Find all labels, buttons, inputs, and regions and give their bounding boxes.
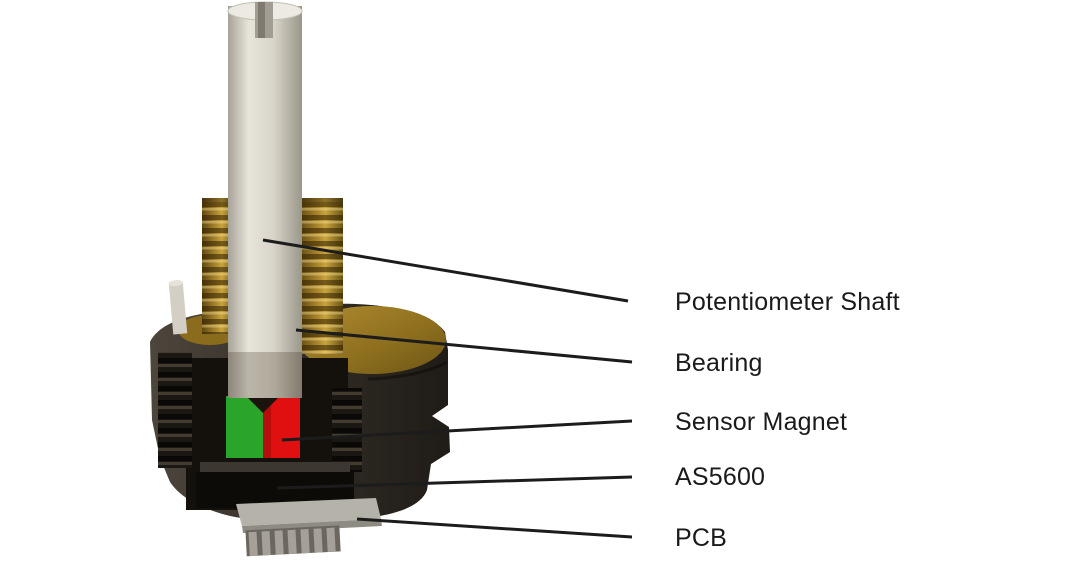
bearing-thread-right — [299, 198, 343, 354]
inner-thread-wall-left — [158, 352, 192, 468]
locating-pin-graphic — [168, 280, 188, 335]
shaft-graphic — [227, 1, 303, 398]
leader-line-potentiometer-shaft — [262, 238, 629, 303]
label-sensor-magnet: Sensor Magnet — [675, 408, 848, 436]
label-potentiometer-shaft: Potentiometer Shaft — [675, 288, 900, 316]
leader-line-sensor-magnet — [281, 419, 633, 442]
connector-pins-graphic — [245, 525, 341, 557]
label-bearing: Bearing — [675, 349, 763, 377]
housing-groove-line — [367, 360, 448, 381]
inner-thread-wall-right — [332, 388, 362, 472]
label-pcb: PCB — [675, 524, 728, 552]
leader-line-pcb — [356, 517, 633, 539]
leader-line-as5600 — [276, 475, 633, 490]
label-as5600: AS5600 — [675, 463, 766, 491]
sensor-magnet-graphic — [226, 396, 300, 458]
leader-line-bearing — [295, 328, 633, 364]
